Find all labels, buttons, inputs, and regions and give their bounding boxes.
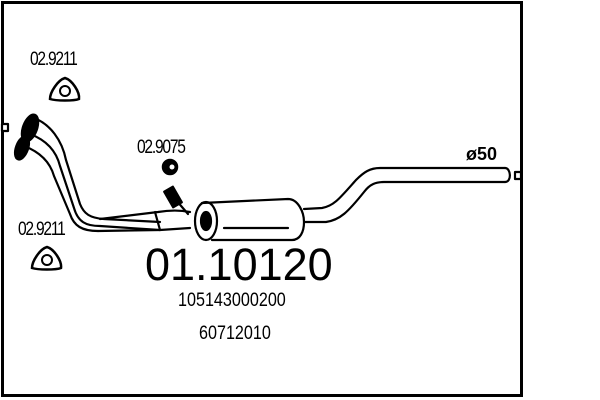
diagram-frame — [1, 1, 523, 397]
gasket-icon-bottom — [30, 245, 63, 271]
main-part-number: 01.10120 — [145, 239, 333, 290]
gasket-label-top: 02.9211 — [30, 49, 78, 70]
gasket-label-center: 02.9075 — [137, 137, 186, 158]
gasket-icon-top — [48, 76, 81, 102]
pipe-diameter-label: ø50 — [466, 144, 498, 164]
right-connector-marker — [513, 170, 523, 181]
oe-reference-1: 105143000200 — [178, 290, 286, 311]
oe-reference-2: 60712010 — [199, 323, 271, 344]
gasket-icon-center — [161, 158, 179, 176]
left-connector-marker — [0, 122, 10, 133]
gasket-label-bottom: 02.9211 — [18, 219, 66, 240]
